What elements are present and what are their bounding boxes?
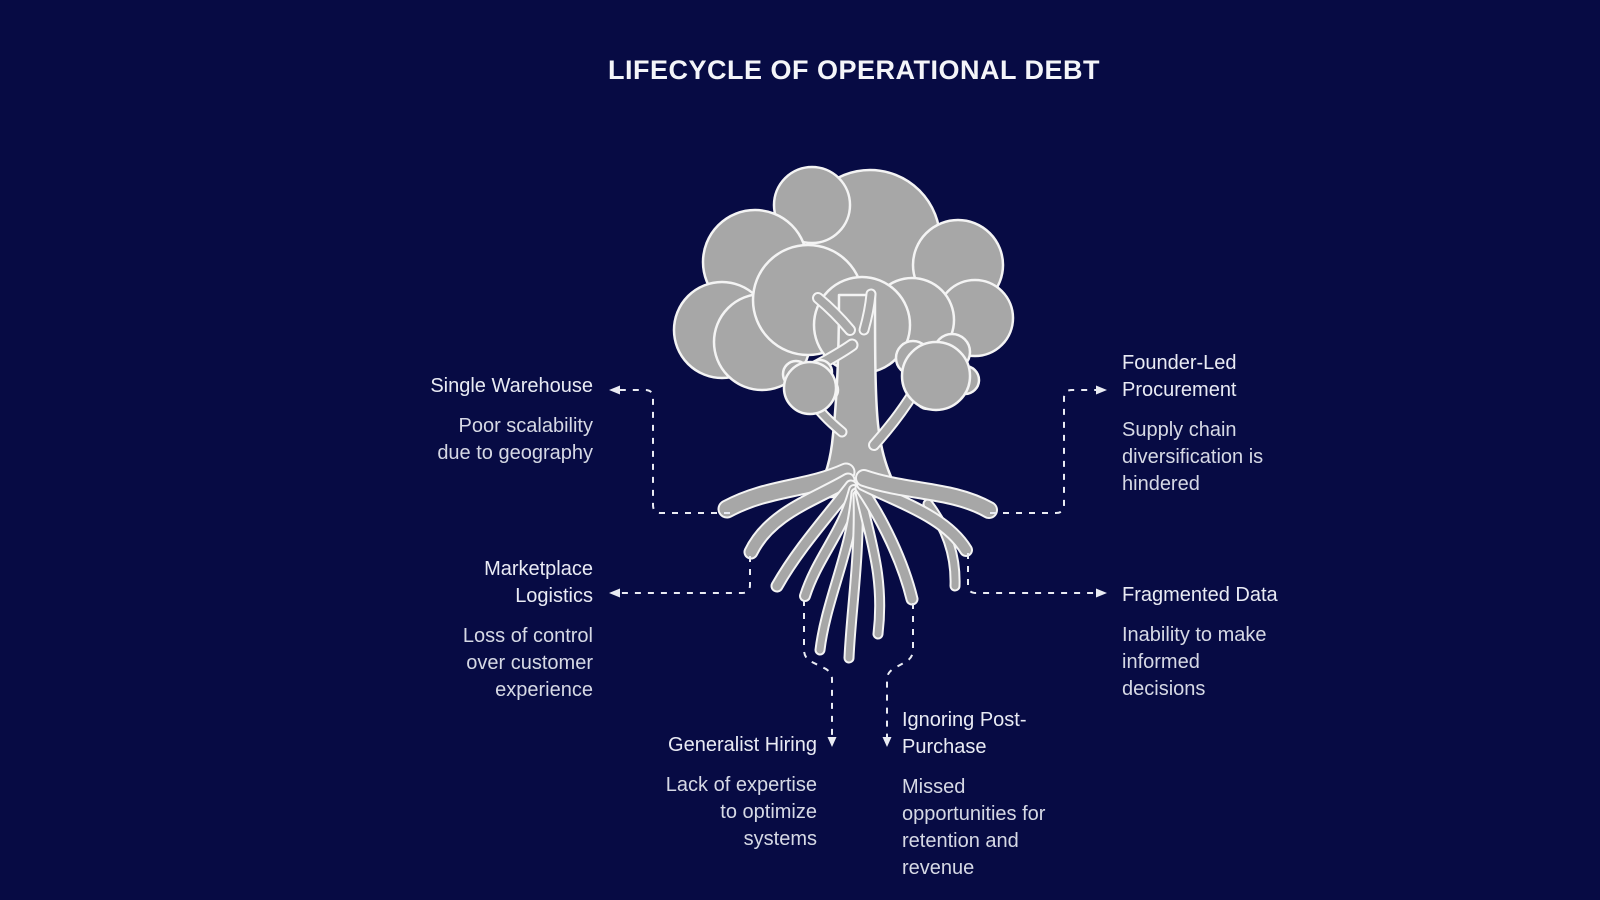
label-marketplace-logistics: Marketplace Logistics Loss of control ov… [373,556,593,704]
label-single-warehouse-title: Single Warehouse [430,375,593,397]
arrow-right-icon [1096,588,1107,598]
label-marketplace-logistics-description: Loss of control over customer experience [462,625,593,701]
arrow-down-icon [827,737,837,747]
label-generalist-hiring-title: Generalist Hiring [668,734,817,756]
connectors [612,389,1104,738]
label-generalist-hiring: Generalist Hiring Lack of expertise to o… [597,732,817,853]
label-single-warehouse-description: Poor scalability due to geography [437,415,593,464]
label-marketplace-logistics-title: Marketplace Logistics [484,558,593,607]
arrow-down-icon [882,737,892,747]
tree-roots [717,462,998,664]
label-fragmented-data-title: Fragmented Data [1122,584,1278,606]
connector-arrowheads [609,385,1107,747]
connector-generalist-hiring [803,600,833,738]
arrow-right-icon [1096,385,1107,395]
label-ignoring-post-purchase-title: Ignoring Post-Purchase [902,709,1027,758]
arrow-left-icon [609,588,620,598]
connector-ignoring-post-purchase [886,603,914,738]
label-founder-led-procurement-description: Supply chain diversification is hindered [1122,419,1264,495]
connector-fragmented-data [967,553,1104,594]
label-fragmented-data-description: Inability to make informed decisions [1122,624,1267,700]
label-fragmented-data: Fragmented Data Inability to make inform… [1122,582,1332,703]
label-ignoring-post-purchase-description: Missed opportunities for retention and r… [902,776,1046,879]
tree-side-foliage [781,332,981,416]
page-title: LIFECYCLE OF OPERATIONAL DEBT [607,55,1101,85]
connector-marketplace-logistics [612,556,751,594]
arrow-left-icon [609,385,620,395]
label-generalist-hiring-description: Lack of expertise to optimize systems [665,774,817,850]
label-ignoring-post-purchase: Ignoring Post-Purchase Missed opportunit… [902,707,1077,882]
connector-founder-led [990,389,1104,514]
connector-single-warehouse [612,389,730,514]
label-founder-led-procurement-title: Founder-Led Procurement [1122,352,1237,401]
label-founder-led-procurement: Founder-Led Procurement Supply chain div… [1122,350,1332,498]
label-single-warehouse: Single Warehouse Poor scalability due to… [373,373,593,467]
